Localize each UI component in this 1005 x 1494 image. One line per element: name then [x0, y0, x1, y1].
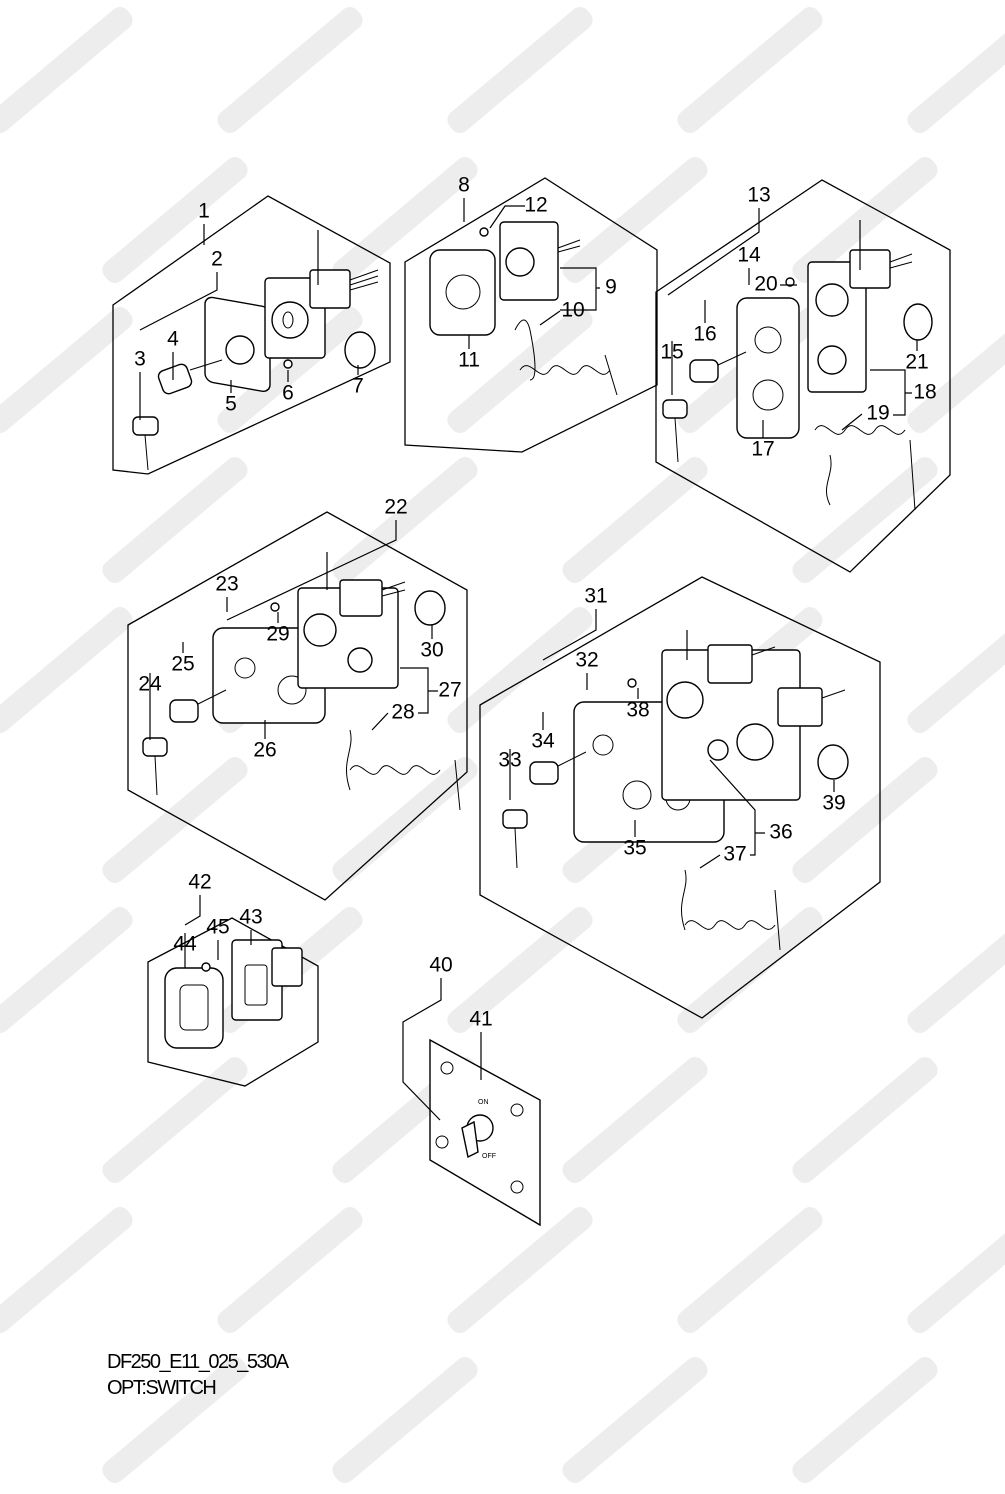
- watermark-mark: [102, 157, 248, 283]
- watermark-mark: [677, 7, 823, 133]
- group-outlines: [112, 177, 951, 1087]
- watermark-mark: [792, 157, 938, 283]
- callout-41: 41: [469, 1008, 492, 1031]
- watermark-mark: [447, 907, 593, 1033]
- watermark-mark: [447, 607, 593, 733]
- watermark-mark: [447, 1207, 593, 1333]
- leader-lines: [139, 198, 918, 1121]
- watermark-mark: [0, 607, 133, 733]
- callout-30: 30: [420, 639, 443, 662]
- callout-3: 3: [134, 348, 146, 371]
- callout-22: 22: [384, 496, 407, 519]
- watermark-mark: [102, 757, 248, 883]
- callout-23: 23: [215, 573, 238, 596]
- watermark-mark: [792, 1357, 938, 1483]
- callout-13: 13: [747, 184, 770, 207]
- callout-35: 35: [623, 837, 646, 860]
- callout-43: 43: [239, 906, 262, 929]
- switch-on-label: ON: [478, 1099, 489, 1106]
- switch-off-label: OFF: [482, 1153, 496, 1160]
- watermark-mark: [332, 757, 478, 883]
- callout-32: 32: [575, 649, 598, 672]
- callout-38: 38: [626, 699, 649, 722]
- callout-25: 25: [171, 653, 194, 676]
- callout-24: 24: [138, 673, 162, 696]
- callout-40: 40: [429, 954, 452, 977]
- group-31-outline: [479, 576, 881, 1019]
- callout-29: 29: [266, 623, 289, 646]
- watermark-mark: [102, 1057, 248, 1183]
- watermark-mark: [562, 1357, 708, 1483]
- part-drawings: ON OFF: [132, 221, 933, 1227]
- watermark-mark: [677, 907, 823, 1033]
- watermark-mark: [217, 307, 363, 433]
- callout-21: 21: [905, 351, 928, 374]
- callout-labels: 1 2 3 4 5 6 7 8 9 10 11 12 13 14 15 16 1…: [134, 174, 937, 1031]
- watermark-mark: [907, 1207, 1005, 1333]
- callout-36: 36: [769, 821, 792, 844]
- callout-4: 4: [167, 328, 179, 351]
- watermark-mark: [792, 757, 938, 883]
- callout-10: 10: [561, 299, 584, 322]
- callout-9: 9: [605, 276, 617, 299]
- group-1-outline: [112, 195, 391, 475]
- watermark-mark: [0, 307, 133, 433]
- callout-20: 20: [754, 273, 777, 296]
- watermark-mark: [332, 1357, 478, 1483]
- callout-27: 27: [438, 679, 461, 702]
- callout-1: 1: [198, 200, 210, 223]
- callout-45: 45: [206, 916, 229, 939]
- callout-44: 44: [173, 933, 197, 956]
- watermark-mark: [0, 907, 133, 1033]
- callout-26: 26: [253, 739, 276, 762]
- group-13-outline: [655, 179, 951, 573]
- group-8-outline: [404, 177, 658, 453]
- watermark-mark: [217, 1207, 363, 1333]
- watermark-mark: [677, 1207, 823, 1333]
- watermark-mark: [907, 907, 1005, 1033]
- watermark-mark: [0, 1207, 133, 1333]
- callout-8: 8: [458, 174, 470, 197]
- watermark-mark: [562, 1057, 708, 1183]
- watermark-mark: [102, 457, 248, 583]
- callout-14: 14: [737, 244, 761, 267]
- callout-15: 15: [660, 341, 683, 364]
- diagram-title: OPT:SWITCH: [107, 1377, 217, 1399]
- group-22-outline: [127, 511, 468, 901]
- group-42-outline: [147, 917, 319, 1087]
- callout-6: 6: [282, 382, 294, 405]
- watermark-mark: [907, 7, 1005, 133]
- callout-39: 39: [822, 792, 845, 815]
- callout-34: 34: [531, 730, 555, 753]
- watermark-mark: [792, 1057, 938, 1183]
- callout-31: 31: [584, 585, 607, 608]
- callout-37: 37: [723, 843, 746, 866]
- watermark-mark: [217, 7, 363, 133]
- callout-11: 11: [458, 349, 480, 372]
- callout-12: 12: [524, 194, 547, 217]
- diagram-code: DF250_E11_025_530A: [107, 1351, 289, 1373]
- callout-42: 42: [188, 871, 211, 894]
- watermark-mark: [562, 457, 708, 583]
- watermark-mark: [447, 7, 593, 133]
- callout-5: 5: [225, 393, 237, 416]
- watermark-mark: [907, 607, 1005, 733]
- watermark-mark: [332, 457, 478, 583]
- callout-16: 16: [693, 323, 716, 346]
- callout-19: 19: [866, 402, 889, 425]
- callout-7: 7: [352, 375, 364, 398]
- watermark-mark: [0, 7, 133, 133]
- watermark-mark: [792, 457, 938, 583]
- watermark-mark: [102, 1357, 248, 1483]
- callout-28: 28: [391, 701, 414, 724]
- callout-17: 17: [751, 438, 774, 461]
- watermark-mark: [907, 307, 1005, 433]
- callout-2: 2: [211, 248, 223, 271]
- callout-33: 33: [498, 749, 521, 772]
- callout-18: 18: [913, 381, 936, 404]
- watermark-mark: [562, 157, 708, 283]
